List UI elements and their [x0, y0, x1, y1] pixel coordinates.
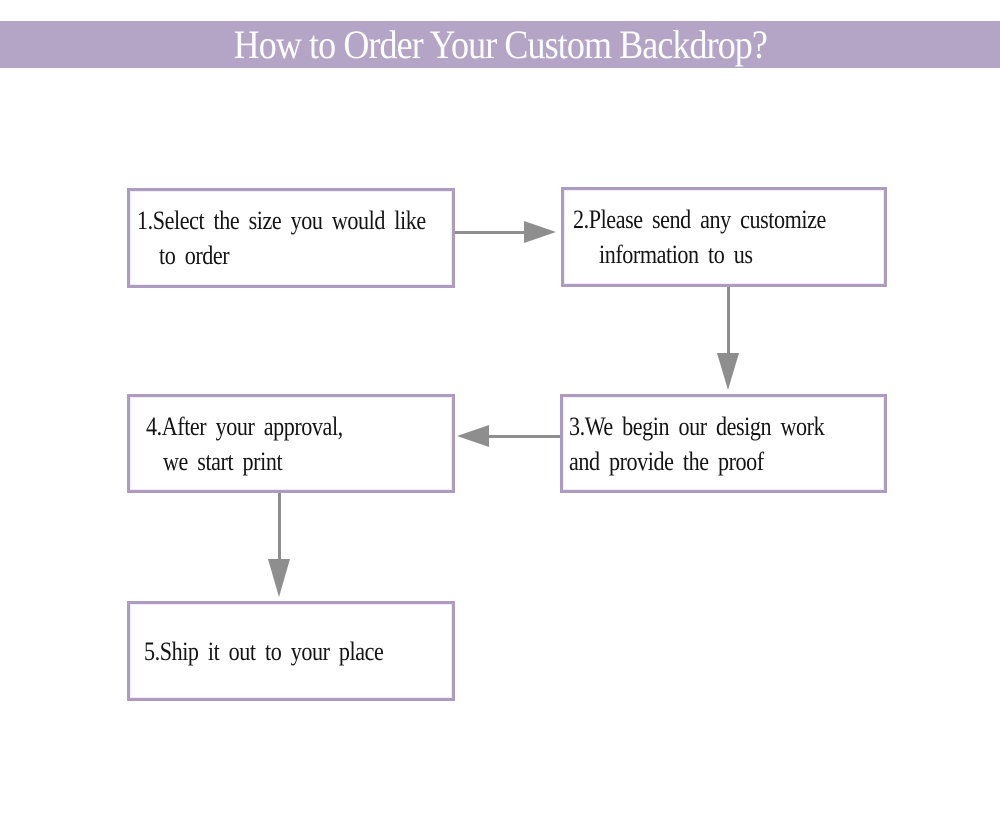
arrow-down-icon	[717, 353, 739, 390]
step-1-line-2: to order	[159, 241, 230, 270]
arrow-shaft	[727, 287, 730, 355]
step-5-box: 5.Ship it out to your place	[127, 601, 455, 701]
step-2-box: 2.Please send any customize information …	[561, 187, 887, 287]
step-4-box: 4.After your approval, we start print	[127, 394, 455, 493]
step-3-box: 3.We begin our design work and provide t…	[560, 394, 887, 493]
page-title: How to Order Your Custom Backdrop?	[233, 22, 767, 67]
step-3-line-2: and provide the proof	[569, 446, 764, 476]
step-1-line-1: 1.Select the size you would like	[137, 206, 426, 235]
step-4-line-1: 4.After your approval,	[146, 411, 343, 441]
step-2-line-2: information to us	[599, 240, 753, 269]
title-banner: How to Order Your Custom Backdrop?	[0, 21, 1000, 68]
step-2-line-1: 2.Please send any customize	[573, 205, 826, 234]
arrow-shaft	[278, 493, 281, 561]
arrow-shaft	[488, 435, 560, 438]
step-4-line-2: we start print	[163, 446, 283, 476]
arrow-shaft	[455, 231, 526, 234]
arrow-down-icon	[268, 559, 290, 597]
step-5-line-1: 5.Ship it out to your place	[144, 636, 384, 666]
arrow-left-icon	[457, 425, 489, 447]
step-3-line-1: 3.We begin our design work	[569, 411, 825, 441]
step-1-box: 1.Select the size you would like to orde…	[127, 188, 455, 288]
arrow-right-icon	[524, 221, 556, 243]
